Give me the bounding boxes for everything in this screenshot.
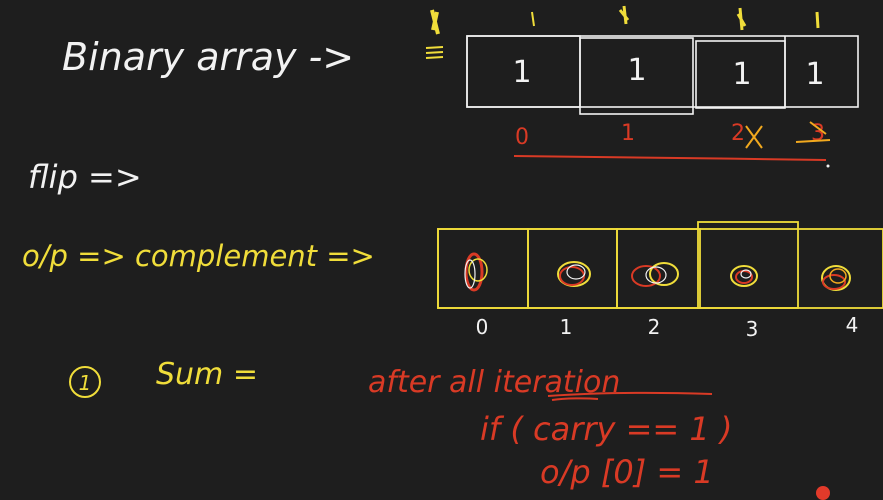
scribble-icon xyxy=(730,265,758,287)
marker-tick xyxy=(430,9,440,35)
note-output-assign: o/p [0] = 1 xyxy=(540,453,714,491)
marker-tick xyxy=(531,11,535,27)
step-number: 1 xyxy=(79,371,92,395)
scribble-icon xyxy=(821,265,851,291)
array-cell xyxy=(697,221,799,309)
array-index: 1 xyxy=(621,121,635,146)
note-sum: Sum = xyxy=(156,357,258,392)
array-value: 1 xyxy=(512,55,531,90)
marker-tick xyxy=(618,5,630,25)
note-if-carry: if ( carry == 1 ) xyxy=(480,410,732,448)
array-value: 1 xyxy=(627,53,646,88)
step-circle-icon xyxy=(69,366,101,398)
marker-tick xyxy=(736,7,747,31)
note-flip: flip => xyxy=(28,158,142,196)
array-index: 1 xyxy=(560,315,573,339)
bottom-array: 0 1 2 3 4 xyxy=(437,221,883,341)
array-index: 4 xyxy=(846,313,859,337)
array-cell xyxy=(527,228,618,309)
strike-mark xyxy=(795,121,831,143)
scribble-icon xyxy=(557,261,591,287)
array-value: 1 xyxy=(732,57,751,92)
array-index: 2 xyxy=(648,315,661,339)
underline-iteration xyxy=(547,391,713,397)
marker-tick xyxy=(815,11,820,29)
strike-mark xyxy=(745,125,763,149)
scribble-icon xyxy=(631,262,679,287)
note-binary-array: Binary array -> xyxy=(62,35,354,79)
array-index: 0 xyxy=(476,315,489,339)
array-outline xyxy=(437,228,883,309)
pointer-dot-icon xyxy=(816,486,830,500)
top-array: 1 1 1 1 0 1 2 3 xyxy=(425,5,859,168)
scribble-icon xyxy=(464,252,488,292)
note-output-complement: o/p => complement => xyxy=(22,239,375,273)
array-value: 1 xyxy=(805,57,824,92)
underline-iteration-2 xyxy=(551,397,599,401)
array-index: 3 xyxy=(746,317,759,341)
array-index: 0 xyxy=(515,125,529,150)
array-cell xyxy=(616,228,701,309)
array-cell xyxy=(579,37,694,115)
marker-lines xyxy=(425,46,444,59)
array-index: 2 xyxy=(731,121,745,146)
index-underline xyxy=(513,155,827,161)
